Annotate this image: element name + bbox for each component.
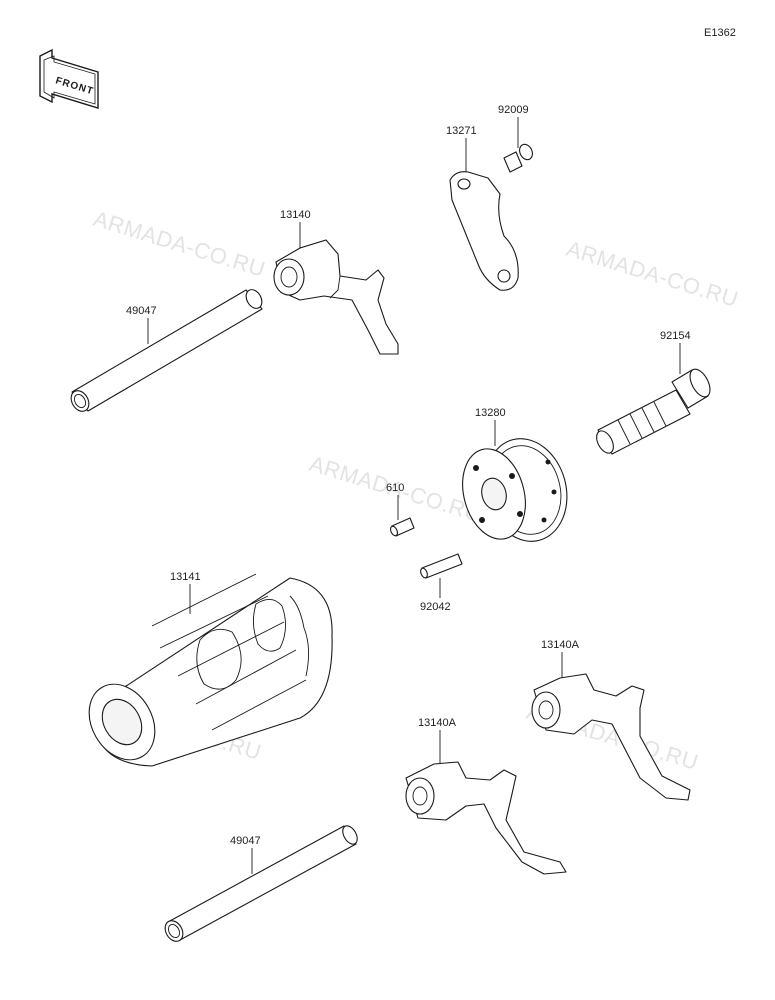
watermark-1: ARMADA-CO.RU [91, 206, 269, 282]
label-13280: 13280 [475, 407, 506, 419]
fork-upper: 13140 [273, 209, 399, 355]
fork-right: 13140A [531, 639, 691, 801]
label-92154: 92154 [660, 330, 691, 342]
label-92042: 92042 [420, 601, 451, 613]
label-610: 610 [386, 482, 404, 494]
bolt: 92154 [596, 330, 711, 455]
pin-long: 92042 [420, 553, 463, 613]
label-13140A-lower: 13140A [418, 717, 457, 729]
label-49047-upper: 49047 [126, 305, 157, 317]
label-49047-lower: 49047 [230, 835, 261, 847]
label-92009: 92009 [498, 104, 529, 116]
drum: 13141 [88, 571, 333, 767]
shaft-upper: 49047 [70, 289, 263, 412]
label-13140: 13140 [280, 209, 311, 221]
screw: 92009 [498, 104, 533, 173]
watermark-2: ARMADA-CO.RU [564, 236, 742, 312]
fork-lower: 13140A [405, 717, 567, 875]
pin-small: 610 [386, 482, 415, 537]
label-13141: 13141 [170, 571, 201, 583]
label-13271: 13271 [446, 125, 477, 137]
positioner: 13280 [462, 407, 568, 542]
label-13140A-right: 13140A [541, 639, 580, 651]
shaft-lower: 49047 [164, 825, 358, 942]
plate: 13271 [446, 125, 519, 291]
front-arrow-icon: FRONT [39, 48, 99, 109]
diagram-code: E1362 [704, 27, 736, 39]
